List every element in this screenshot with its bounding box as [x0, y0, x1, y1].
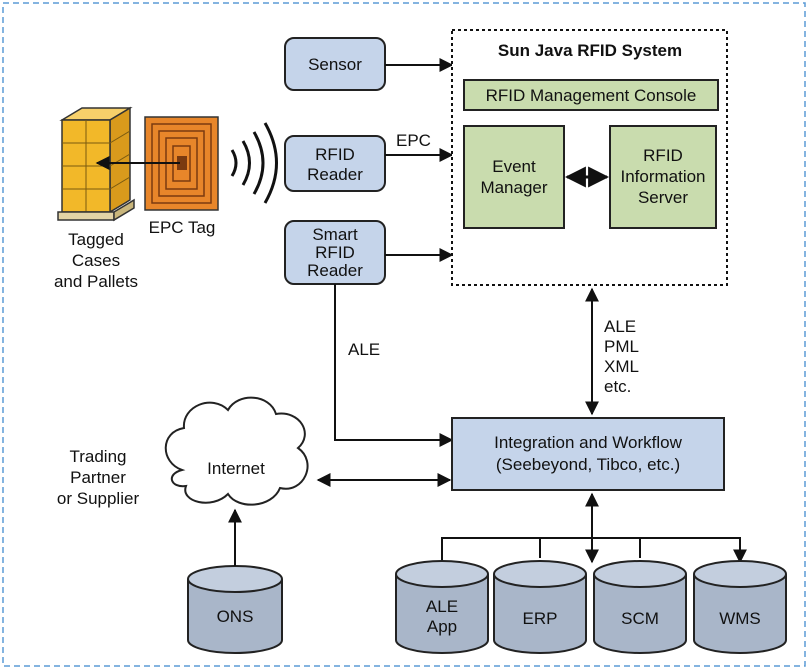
information-server-label-2: Information: [620, 167, 705, 186]
wms-label: WMS: [719, 609, 761, 628]
ale-app-database-icon: [395, 560, 489, 654]
integration-label-2: (Seebeyond, Tibco, etc.): [496, 455, 680, 474]
rfid-system-title: Sun Java RFID System: [498, 41, 682, 60]
ale-label: ALE: [348, 340, 380, 359]
information-server-label-3: Server: [638, 188, 688, 207]
protocol-label-etc: etc.: [604, 377, 631, 396]
internet-label: Internet: [207, 459, 265, 478]
management-console-box: [463, 79, 719, 111]
protocol-label-pml: PML: [604, 337, 639, 356]
event-manager-box: [463, 125, 565, 229]
ale-app-label-1: ALE: [426, 597, 458, 616]
wms-database-icon: [693, 560, 787, 654]
integration-label-1: Integration and Workflow: [494, 433, 682, 452]
smart-reader-label-2: RFID: [315, 243, 355, 262]
tagged-cases-label-3: and Pallets: [54, 272, 138, 291]
db-distribution-line: [441, 537, 747, 564]
management-console-label: RFID Management Console: [486, 86, 697, 105]
information-server-box: [609, 125, 717, 229]
smart-reader-label-1: Smart: [312, 225, 358, 244]
smart-reader-label-3: Reader: [307, 261, 363, 280]
epc-tag-label: EPC Tag: [149, 218, 216, 237]
rfid-reader-box: [284, 135, 386, 192]
erp-label: ERP: [523, 609, 558, 628]
protocol-label-ale: ALE: [604, 317, 636, 336]
ale-app-label-2: App: [427, 617, 457, 636]
sensor-label: Sensor: [308, 55, 362, 74]
ons-database-icon: [187, 565, 283, 654]
information-server-label-1: RFID: [643, 146, 683, 165]
trading-partner-label-1: Trading: [69, 447, 126, 466]
protocol-label-xml: XML: [604, 357, 639, 376]
ons-label: ONS: [217, 607, 254, 626]
integration-workflow-box: [451, 417, 725, 491]
scm-database-icon: [593, 560, 687, 654]
internet-cloud-icon: [164, 396, 309, 506]
tagged-cases-label-2: Cases: [72, 251, 120, 270]
trading-partner-label-3: or Supplier: [57, 489, 140, 508]
trading-partner-label-2: Partner: [70, 468, 126, 487]
tagged-cases-label-1: Tagged: [68, 230, 124, 249]
event-manager-label-1: Event: [492, 157, 536, 176]
event-manager-label-2: Manager: [480, 178, 547, 197]
rfid-reader-label-2: Reader: [307, 165, 363, 184]
scm-label: SCM: [621, 609, 659, 628]
erp-database-icon: [493, 560, 587, 654]
radio-waves-icon: [230, 122, 278, 204]
rfid-reader-label-1: RFID: [315, 145, 355, 164]
smart-reader-to-integration-line: [334, 284, 454, 447]
epc-label: EPC: [396, 131, 431, 150]
